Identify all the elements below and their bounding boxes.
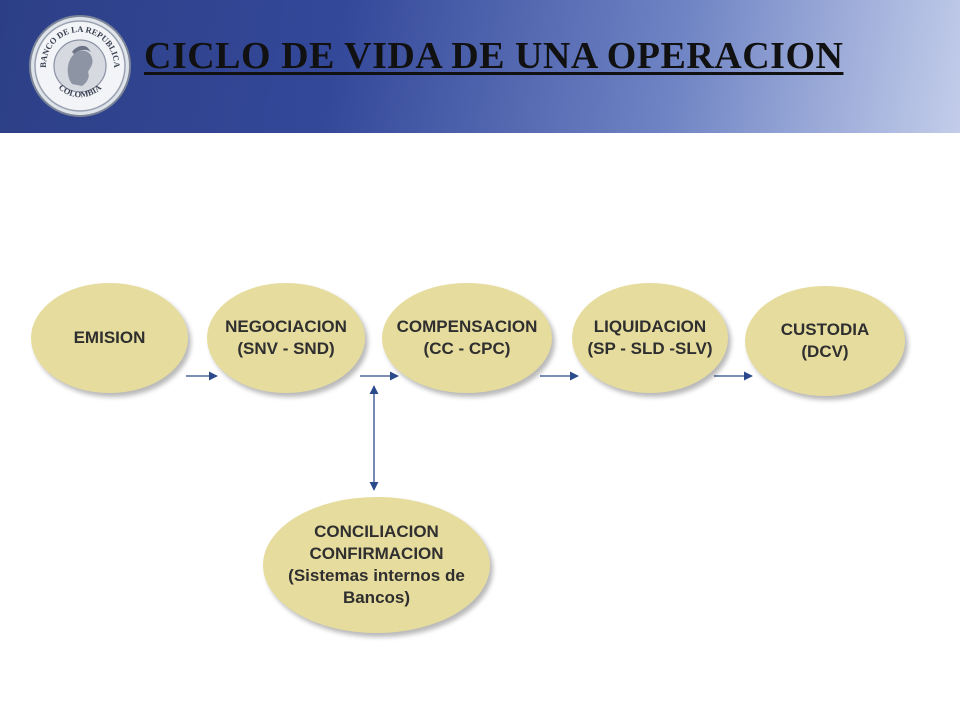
node-negociacion: NEGOCIACION (SNV - SND) xyxy=(207,283,365,393)
node-liquidacion-label: LIQUIDACION (SP - SLD -SLV) xyxy=(587,317,713,358)
node-compensacion-label: COMPENSACION (CC - CPC) xyxy=(396,317,538,358)
header-banner: BANCO DE LA REPUBLICA COLOMBIA CICLO DE … xyxy=(0,0,960,133)
node-negociacion-label: NEGOCIACION (SNV - SND) xyxy=(225,317,347,358)
banco-republica-seal-logo: BANCO DE LA REPUBLICA COLOMBIA xyxy=(29,15,131,117)
node-emision-label: EMISION xyxy=(73,328,146,347)
node-conciliacion-label: CONCILIACION CONFIRMACION (Sistemas inte… xyxy=(288,522,465,607)
node-custodia: CUSTODIA (DCV) xyxy=(745,286,905,396)
node-custodia-label: CUSTODIA (DCV) xyxy=(780,320,870,361)
page-title: CICLO DE VIDA DE UNA OPERACION xyxy=(144,35,844,77)
node-conciliacion: CONCILIACION CONFIRMACION (Sistemas inte… xyxy=(263,497,490,633)
node-emision: EMISION xyxy=(31,283,188,393)
node-compensacion: COMPENSACION (CC - CPC) xyxy=(382,283,552,393)
node-liquidacion: LIQUIDACION (SP - SLD -SLV) xyxy=(572,283,728,393)
